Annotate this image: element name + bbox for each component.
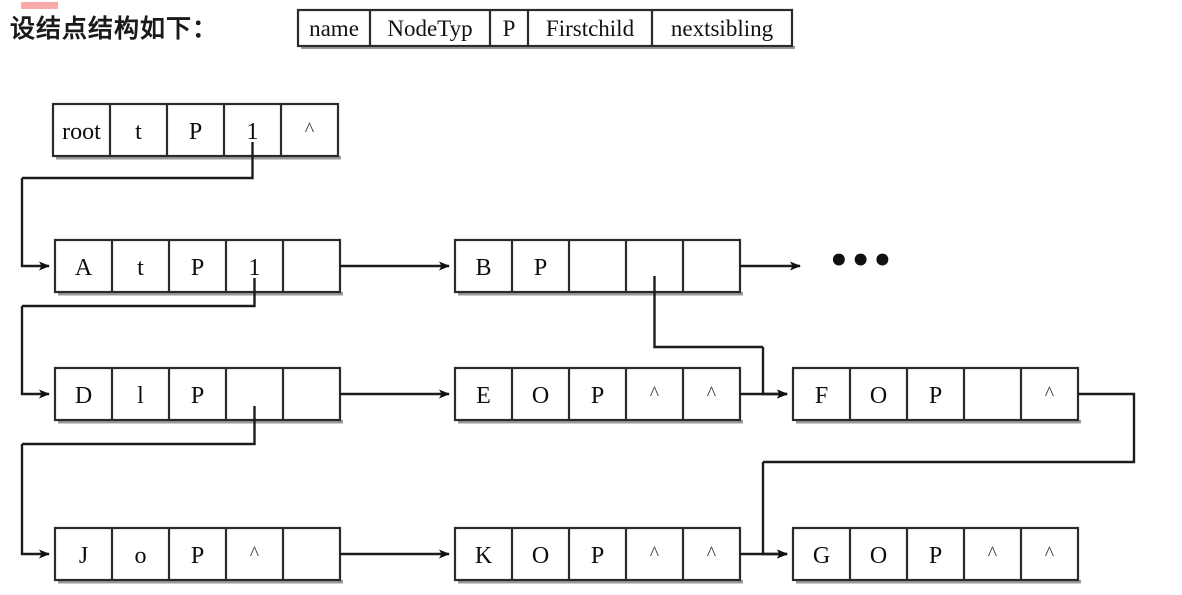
node-F: F O P ^	[791, 366, 1081, 424]
node-G-cell-0: G	[813, 543, 830, 569]
header-field-Firstchild: Firstchild	[546, 16, 635, 41]
node-G-cell-3: ^	[988, 543, 998, 565]
node-shadow	[58, 580, 343, 584]
node-outline	[791, 366, 1080, 422]
link-F-nextsibling-to-G	[761, 462, 788, 559]
node-B-cell-1: P	[534, 255, 547, 281]
node-structure-header: name NodeTyp P Firstchild nextsibling	[296, 8, 795, 49]
page-caption: 设结点结构如下：	[10, 14, 219, 43]
record-shadow	[301, 46, 795, 49]
node-F-cell-4: ^	[1045, 383, 1055, 405]
node-shadow	[458, 292, 743, 296]
node-G-cell-1: O	[870, 543, 887, 569]
node-D-cell-1: l	[137, 383, 144, 409]
node-K-cell-1: O	[532, 543, 549, 569]
record-outline	[296, 8, 794, 48]
node-G-cell-2: P	[929, 543, 942, 569]
node-E-cell-4: ^	[707, 383, 717, 405]
node-shadow	[56, 156, 341, 160]
node-A-cell-0: A	[75, 255, 93, 281]
link-root-firstchild-to-A	[20, 178, 50, 271]
node-G-cell-4: ^	[1045, 543, 1055, 565]
node-E-cell-2: P	[591, 383, 604, 409]
node-shadow	[458, 580, 743, 584]
node-K-cell-3: ^	[650, 543, 660, 565]
node-root-cell-2: P	[189, 119, 202, 145]
link-F-nextsibling-to-G-seg	[763, 392, 1136, 464]
node-F-cell-2: P	[929, 383, 942, 409]
node-E-cell-3: ^	[650, 383, 660, 405]
node-K-cell-2: P	[591, 543, 604, 569]
node-outline	[53, 526, 342, 582]
node-E-cell-0: E	[476, 383, 491, 409]
node-A-cell-3: 1	[249, 255, 261, 281]
node-A-cell-2: P	[191, 255, 204, 281]
node-D-cell-0: D	[75, 383, 92, 409]
node-J-cell-3: ^	[250, 543, 260, 565]
header-field-name: name	[309, 16, 359, 41]
header-field-NodeTyp: NodeTyp	[387, 16, 472, 41]
node-K-cell-4: ^	[707, 543, 717, 565]
node-B-cell-0: B	[475, 255, 491, 281]
node-shadow	[58, 292, 343, 296]
node-root-cell-4: ^	[305, 119, 315, 141]
link-A-firstchild-to-D	[20, 306, 50, 399]
node-outline	[53, 366, 342, 422]
node-root-cell-3: 1	[247, 119, 259, 145]
node-outline	[453, 526, 742, 582]
link-D-firstchild-to-J	[20, 444, 50, 559]
node-E: E O P ^ ^	[453, 366, 743, 424]
link-B-firstchild-to-F-seg	[653, 276, 763, 349]
node-shadow	[458, 420, 743, 424]
link-A-firstchild-to-D-seg	[22, 278, 256, 308]
ellipsis-label: •••	[828, 241, 893, 281]
node-A-cell-1: t	[137, 255, 144, 281]
node-root-cell-0: root	[62, 119, 101, 145]
node-shadow	[58, 420, 343, 424]
node-K: K O P ^ ^	[453, 526, 743, 584]
node-outline	[791, 526, 1080, 582]
link-D-firstchild-to-J-seg	[22, 406, 256, 446]
node-root: root t P 1 ^	[51, 102, 341, 160]
node-root-cell-1: t	[135, 119, 142, 145]
node-outline	[51, 102, 340, 158]
node-outline	[453, 238, 742, 294]
node-outline	[453, 366, 742, 422]
header-field-nextsibling: nextsibling	[671, 16, 774, 41]
node-K-cell-0: K	[475, 543, 493, 569]
header-field-P: P	[503, 16, 516, 41]
node-J-cell-1: o	[135, 543, 147, 569]
link-root-firstchild-to-A-seg	[22, 142, 254, 180]
red-highlight-mark	[21, 2, 58, 9]
node-shadow	[796, 420, 1081, 424]
link-B-firstchild-to-F	[761, 347, 788, 399]
node-D-cell-2: P	[191, 383, 204, 409]
node-F-cell-1: O	[870, 383, 887, 409]
node-J-cell-2: P	[191, 543, 204, 569]
node-J-cell-0: J	[79, 543, 88, 569]
node-G: G O P ^ ^	[791, 526, 1081, 584]
node-F-cell-0: F	[815, 383, 828, 409]
node-shadow	[796, 580, 1081, 584]
node-E-cell-1: O	[532, 383, 549, 409]
